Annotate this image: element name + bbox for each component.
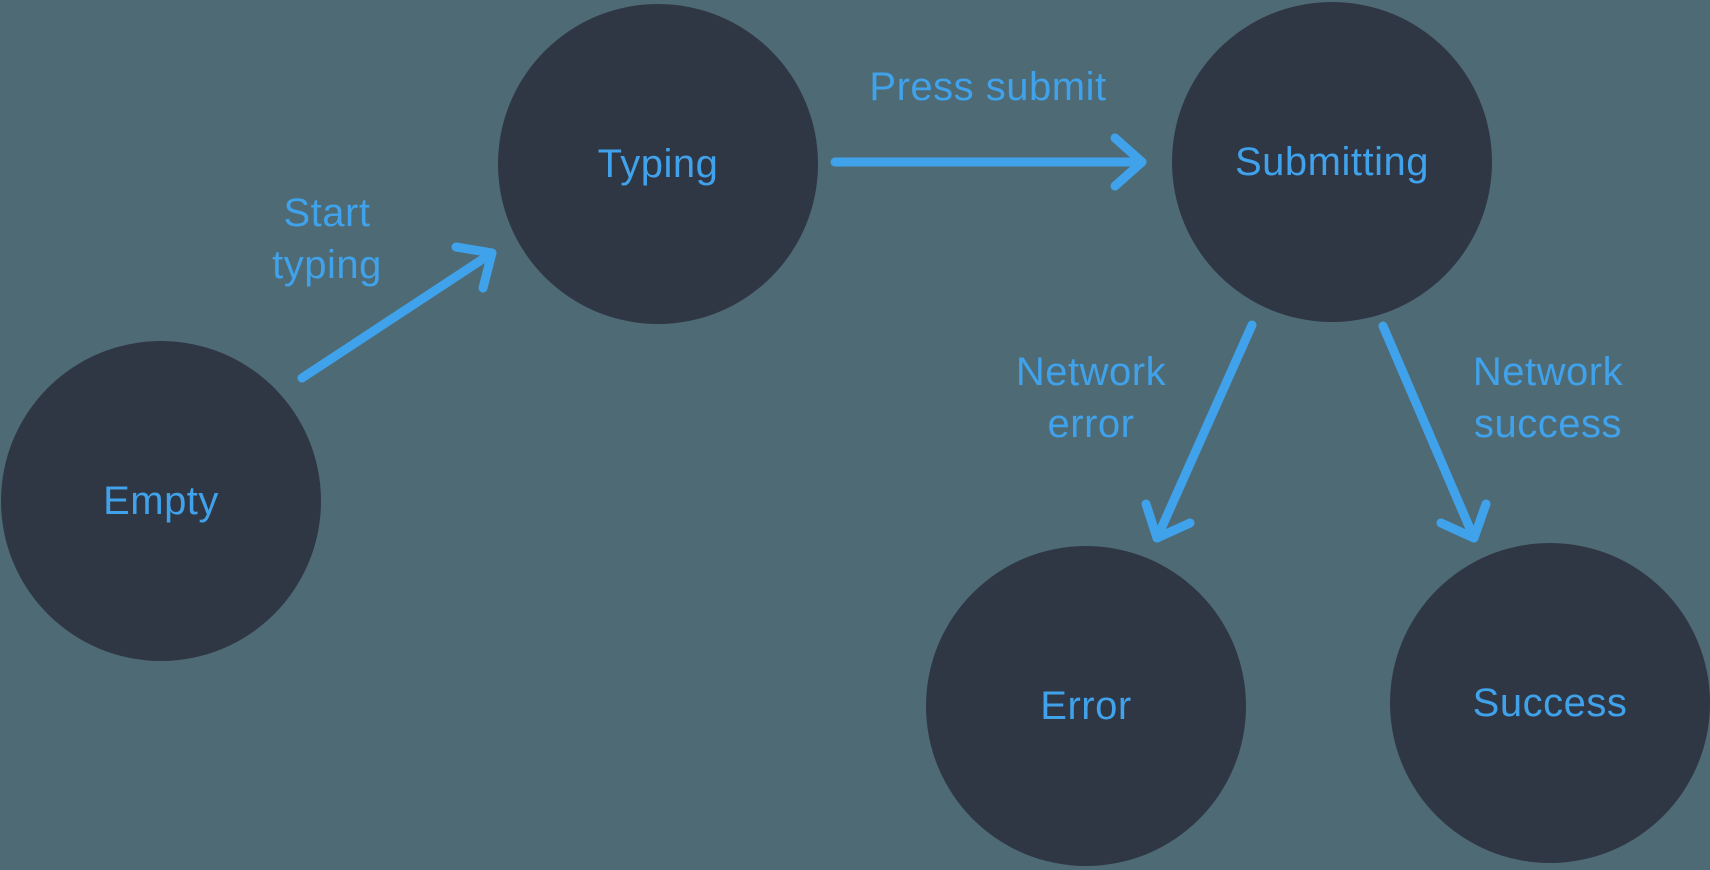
edge-shaft [1152, 320, 1257, 543]
state-node-error-label: Error [1040, 683, 1132, 728]
edge-arrow-start-typing [297, 242, 497, 383]
arrowhead-icon [1110, 133, 1147, 191]
edge-shaft [297, 248, 497, 383]
state-node-submitting-label: Submitting [1235, 139, 1429, 184]
edge-label-network-error: Network error [1015, 350, 1167, 446]
edge-label-press-submit: Press submit [869, 65, 1107, 109]
edge-label-start-typing: Start typing [272, 191, 382, 287]
edge-arrow-network-error [1141, 320, 1257, 543]
state-node-typing-label: Typing [597, 141, 719, 186]
edge-shaft [1378, 321, 1479, 543]
arrowhead-icon [451, 242, 497, 293]
edge-arrow-network-success [1378, 321, 1491, 543]
edge-arrow-press-submit [830, 133, 1147, 191]
arrowhead-icon [1436, 499, 1491, 543]
state-node-empty-label: Empty [103, 478, 219, 523]
state-node-empty: Empty [1, 341, 321, 661]
state-node-success: Success [1390, 543, 1710, 863]
state-node-typing: Typing [498, 4, 818, 324]
state-node-submitting: Submitting [1172, 2, 1492, 322]
state-node-success-label: Success [1472, 680, 1628, 725]
edge-label-network-success: Network success [1472, 350, 1624, 446]
arrowhead-icon [1141, 499, 1195, 543]
state-node-error: Error [926, 546, 1246, 866]
